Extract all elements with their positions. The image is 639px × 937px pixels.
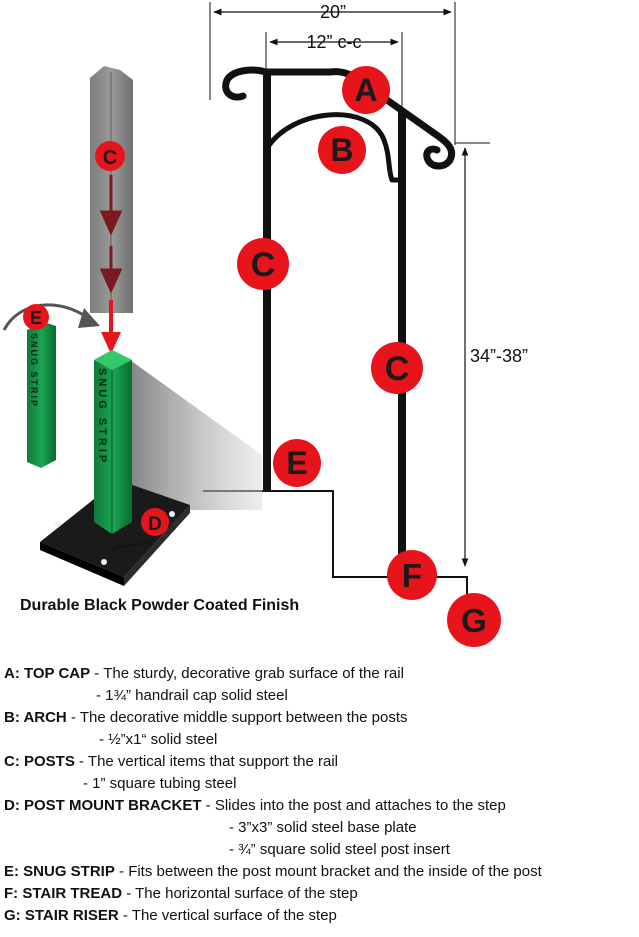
callout-g-circle <box>447 593 501 647</box>
callout-e-small-label: E <box>30 308 42 328</box>
zoom-projection <box>130 360 262 510</box>
legend-sub-item: - 1” square tubing steel <box>83 775 237 792</box>
insert-arrows <box>99 175 123 294</box>
snug-strip-label-exploded: SNUG STRIP <box>29 333 39 408</box>
callout-f-label: F <box>402 557 422 594</box>
legend-desc: - The vertical items that support the ra… <box>74 753 339 770</box>
legend-desc: - Fits between the post mount bracket an… <box>114 863 542 880</box>
legend-item-stair-tread: F: STAIR TREAD - The horizontal surface … <box>4 883 542 905</box>
insert-arrow-red <box>101 332 121 354</box>
callout-e-small-circle <box>23 304 49 330</box>
snug-strip-body <box>27 322 56 468</box>
arch-support <box>263 112 402 183</box>
callout-c-left-circle <box>237 238 289 290</box>
legend-desc: - Slides into the post and attaches to t… <box>201 797 506 814</box>
legend-item-stair-riser: G: STAIR RISER - The vertical surface of… <box>4 905 542 927</box>
callout-c-exploded-circle <box>95 141 125 171</box>
overall-width-label: 20” <box>320 2 346 22</box>
callout-g-label: G <box>461 602 487 639</box>
legend-term: B: ARCH <box>4 709 67 726</box>
exploded-post <box>90 66 133 354</box>
legend-desc: - The decorative middle support between … <box>66 709 408 726</box>
legend-item-snug-strip: E: SNUG STRIP - Fits between the post mo… <box>4 861 542 883</box>
snug-strip-label-mount: SNUG STRIP <box>96 368 108 465</box>
legend-sub-item: - ½”x1“ solid steel <box>99 731 218 748</box>
stair-outline <box>203 490 468 594</box>
legend-item-top-cap: A: TOP CAP - The sturdy, decorative grab… <box>4 663 542 685</box>
legend-sub-item: - 3”x3” solid steel base plate <box>229 819 417 836</box>
legend-sub-item: - ¾” square solid steel post insert <box>229 841 450 858</box>
callout-e-circle <box>273 439 321 487</box>
legend-term: G: STAIR RISER <box>4 907 119 924</box>
exploded-snug-strip: SNUG STRIP <box>2 303 100 468</box>
height-range-label: 34”-38” <box>470 346 528 366</box>
post-insert <box>94 350 132 534</box>
parts-legend: A: TOP CAP - The sturdy, decorative grab… <box>4 663 542 927</box>
dimension-lines: 20” 12” c-c 34”-38” <box>209 2 528 567</box>
legend-item-posts: C: POSTS - The vertical items that suppo… <box>4 751 542 773</box>
callout-c-right-label: C <box>385 350 410 388</box>
callout-c-exploded-label: C <box>103 147 117 169</box>
legend-term: D: POST MOUNT BRACKET <box>4 797 202 814</box>
legend-desc: - The sturdy, decorative grab surface of… <box>90 665 404 682</box>
callout-f-circle <box>387 550 437 600</box>
mount-bracket: SNUG STRIP <box>40 350 190 586</box>
legend-term: A: TOP CAP <box>4 665 91 682</box>
center-to-center-label: 12” c-c <box>306 32 361 52</box>
callout-b-circle <box>318 126 366 174</box>
legend-item-arch: B: ARCH - The decorative middle support … <box>4 707 542 729</box>
legend-sub-item: - 1¾” handrail cap solid steel <box>96 687 288 704</box>
callout-a-label: A <box>354 72 377 108</box>
callouts: A B C C C E E D F G <box>23 66 501 647</box>
callout-d-circle <box>141 508 169 536</box>
legend-term: C: POSTS <box>4 753 75 770</box>
legend-term: F: STAIR TREAD <box>4 885 123 902</box>
callout-a-circle <box>342 66 390 114</box>
legend-term: E: SNUG STRIP <box>4 863 115 880</box>
callout-d-label: D <box>148 514 162 535</box>
legend-item-mount-bracket: D: POST MOUNT BRACKET - Slides into the … <box>4 795 542 817</box>
legend-desc: - The vertical surface of the step <box>118 907 337 924</box>
callout-c-left-label: C <box>251 246 276 284</box>
legend-desc: - The horizontal surface of the step <box>122 885 358 902</box>
callout-b-label: B <box>330 132 353 168</box>
callout-e-label: E <box>286 445 307 481</box>
finish-caption: Durable Black Powder Coated Finish <box>20 597 300 614</box>
callout-c-right-circle <box>371 342 423 394</box>
